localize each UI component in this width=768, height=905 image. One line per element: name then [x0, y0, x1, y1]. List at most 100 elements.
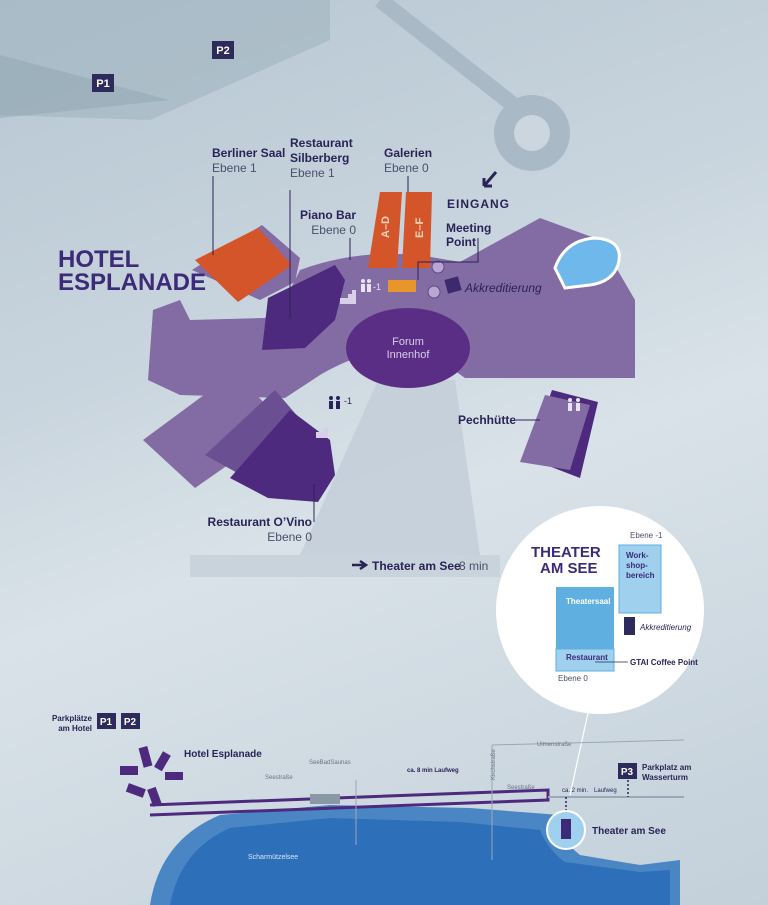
- parking-p2-label: P2: [216, 45, 229, 57]
- label-kirchstrasse: Kirchstraße: [491, 749, 497, 780]
- parking-p2-overview-label: P2: [124, 717, 137, 728]
- pool: [553, 236, 621, 290]
- label-ulmenstrasse: Ulmenstraße: [537, 742, 572, 748]
- wc-icon: [568, 398, 580, 411]
- walkway-horizontal: [190, 555, 500, 577]
- label-piano-bar-level: Ebene 0: [311, 223, 356, 237]
- hall-e-f: [402, 192, 432, 268]
- akkreditierung-desk: [444, 276, 462, 294]
- label-seestrasse-2: Seestraße: [507, 785, 535, 791]
- workshop-area: [618, 544, 662, 614]
- parking-badge-p1: [92, 74, 114, 92]
- walkway: [300, 380, 480, 555]
- label-hall-e-f: E–F: [414, 218, 426, 238]
- workshop-2: shop-: [626, 561, 648, 570]
- label-silberberg-level: Ebene 1: [290, 166, 335, 180]
- wc-icon: [329, 396, 340, 409]
- label-galerien: Galerien: [384, 146, 432, 160]
- label-theater-walk-time: 8 min: [459, 559, 488, 573]
- restaurant-ovino: [230, 410, 335, 502]
- label-pechhuette: Pechhütte: [458, 413, 516, 427]
- restaurant-silberberg: [262, 265, 345, 350]
- parking-badge-p2: [212, 41, 234, 59]
- seebadsaunas-building: [310, 794, 340, 804]
- meeting-point: [388, 280, 416, 292]
- label-parking-hotel-2: am Hotel: [58, 724, 92, 733]
- hall-a-d: [368, 192, 402, 268]
- label-coffee-point: GTAI Coffee Point: [630, 658, 698, 667]
- parking-p3-label: P3: [621, 767, 634, 778]
- label-theater-akkreditierung: Akkreditierung: [639, 623, 692, 632]
- label-seestrasse-1: Seestraße: [265, 775, 293, 781]
- label-eingang: EINGANG: [447, 197, 510, 211]
- label-hall-a-d: A–D: [380, 216, 392, 238]
- label-theater-walk: Theater am See: [372, 559, 461, 573]
- walking-route: [149, 788, 550, 817]
- stairs-icon: [340, 290, 356, 304]
- label-berliner-saal-level: Ebene 1: [212, 161, 257, 175]
- parking-p1-label: P1: [96, 78, 109, 90]
- theater-inset-title-1: THEATER: [531, 544, 601, 561]
- label-silberberg-2: Silberberg: [290, 151, 349, 165]
- label-laufweg: Laufweg: [594, 788, 617, 794]
- hotel-esplanade-overview-icon: [120, 746, 183, 807]
- label-forum: Forum: [392, 336, 424, 348]
- label-theater-restaurant: Restaurant: [566, 653, 608, 662]
- label-restaurant-ovino-level: Ebene 0: [267, 530, 312, 544]
- marker-icon: [431, 260, 445, 274]
- hotel-main-building: [148, 218, 635, 398]
- workshop-3: bereich: [626, 571, 655, 580]
- label-meeting-point-1: Meeting: [446, 221, 491, 235]
- label-forum-sub: Innenhof: [387, 349, 431, 361]
- label-walk-time: ca. 8 min Laufweg: [407, 768, 459, 774]
- roundabout-island: [514, 115, 550, 151]
- theater-restaurant: [555, 648, 615, 672]
- label-parking-hotel-1: Parkplätze: [52, 714, 93, 723]
- leader-line: [417, 238, 479, 280]
- label-walk-short: ca. 2 min.: [562, 788, 588, 794]
- parking-p1-overview-label: P1: [100, 717, 113, 728]
- label-silberberg-1: Restaurant: [290, 136, 353, 150]
- hotel-title-line1: HOTEL: [58, 246, 139, 273]
- label-galerien-level: Ebene 0: [384, 161, 429, 175]
- road: [491, 739, 685, 746]
- parking-badge-p3: [618, 763, 637, 779]
- theatersaal: [556, 587, 614, 649]
- forum: [346, 308, 470, 388]
- stairs-icon: [316, 428, 328, 438]
- theater-akkreditierung-desk: [624, 617, 635, 635]
- wc-level-label: -1: [344, 396, 352, 406]
- theater-overview-icon: [561, 819, 571, 839]
- theater-level-upper: Ebene -1: [630, 531, 663, 540]
- wing-lower-left: [143, 372, 285, 488]
- parking-badge-p2-overview: [121, 713, 140, 729]
- label-theatersaal: Theatersaal: [566, 597, 610, 606]
- access-road: [375, 0, 535, 125]
- pechhuette: [520, 395, 590, 470]
- label-theater-am-see: Theater am See: [592, 826, 666, 837]
- lake-deep: [170, 818, 670, 905]
- label-lake: Scharmützelsee: [248, 854, 298, 861]
- label-seebadsaunas: SeeBadSaunas: [309, 760, 351, 766]
- theater-level-lower: Ebene 0: [558, 674, 588, 683]
- label-hotel-esplanade: Hotel Esplanade: [184, 749, 262, 760]
- label-akkreditierung: Akkreditierung: [464, 281, 542, 295]
- hotel-title-line2: ESPLANADE: [58, 269, 206, 296]
- label-meeting-point-2: Point: [446, 235, 476, 249]
- label-berliner-saal: Berliner Saal: [212, 146, 285, 160]
- workshop-1: Work-: [626, 551, 649, 560]
- arrow-right-icon: [352, 559, 369, 571]
- wc-icon: [361, 279, 371, 292]
- theater-inset-title-2: AM SEE: [540, 560, 598, 577]
- berliner-saal: [195, 228, 292, 302]
- label-restaurant-ovino: Restaurant O’Vino: [208, 515, 312, 529]
- inset-pointer: [569, 712, 589, 796]
- label-parking-tower-1: Parkplatz am: [642, 763, 691, 772]
- label-piano-bar: Piano Bar: [300, 208, 356, 222]
- entrance-arrow-icon: [482, 171, 498, 188]
- marker-icon: [427, 285, 441, 299]
- wc-level-label: -1: [373, 282, 381, 292]
- label-parking-tower-2: Wasserturm: [642, 773, 688, 782]
